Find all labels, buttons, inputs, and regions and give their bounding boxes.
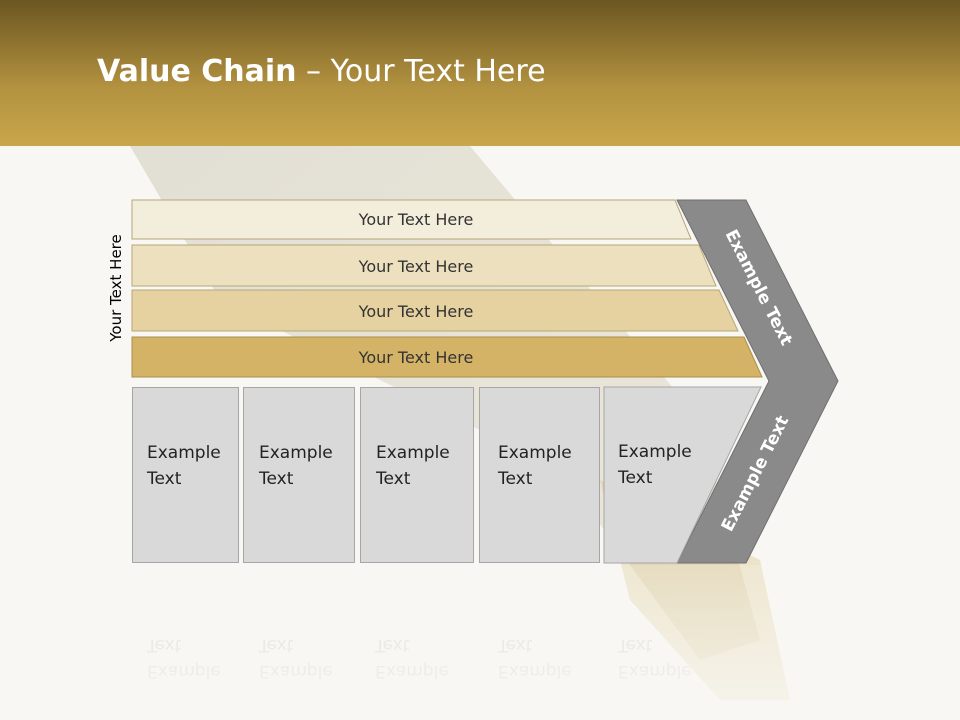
box-4-line1: Example xyxy=(498,443,572,463)
box-2-line2: Text xyxy=(259,469,294,489)
row-shape-2 xyxy=(131,244,717,287)
box-5-line1: Example xyxy=(618,442,692,462)
box-1-line1: Example xyxy=(147,443,221,463)
chevron-margin xyxy=(676,199,839,564)
row-shape-1 xyxy=(131,199,692,240)
row-label-4: Your Text Here xyxy=(358,348,474,367)
primary-box-5-text: Example Text xyxy=(618,439,692,491)
box-3-line1: Example xyxy=(376,443,450,463)
slide-title: Value Chain – Your Text Here xyxy=(97,54,546,89)
primary-box-3: Example Text xyxy=(360,387,474,563)
primary-box-4: Example Text xyxy=(479,387,600,563)
box-4-line2: Text xyxy=(498,469,533,489)
box-3-line2: Text xyxy=(376,469,411,489)
header-band xyxy=(0,0,960,146)
primary-box-5-shape xyxy=(603,386,762,564)
row-shape-4 xyxy=(131,336,763,378)
box-5-line2: Text xyxy=(618,468,653,488)
reflection-fade xyxy=(120,565,860,720)
primary-box-2: Example Text xyxy=(243,387,355,563)
row-label-3: Your Text Here xyxy=(358,302,474,321)
title-rest: – Your Text Here xyxy=(296,54,546,89)
primary-box-1: Example Text xyxy=(132,387,239,563)
box-1-line2: Text xyxy=(147,469,182,489)
row-shape-3 xyxy=(131,289,739,332)
row-label-2: Your Text Here xyxy=(358,257,474,276)
row-label-1: Your Text Here xyxy=(358,210,474,229)
box-2-line1: Example xyxy=(259,443,333,463)
title-bold: Value Chain xyxy=(97,54,297,89)
